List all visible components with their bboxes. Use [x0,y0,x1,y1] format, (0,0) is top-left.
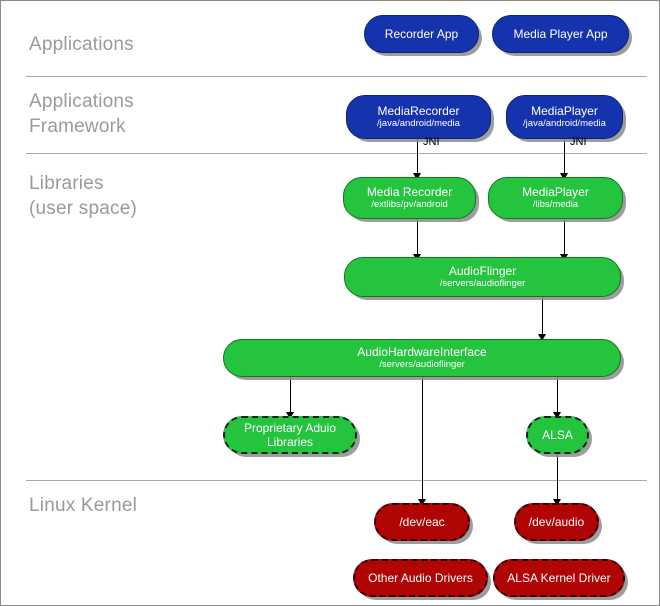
layer-label-libraries: Libraries (user space) [29,173,137,219]
node-media-player-library-path: /libs/media [532,199,579,210]
node-mediarecorder-framework-path: /java/android/media [377,118,460,129]
arrowhead-mediarecorder-jni [413,173,421,180]
separator-applications [26,76,647,77]
connector-ahi-to-dev-eac [422,377,423,504]
node-other-audio-drivers-title: Other Audio Drivers [368,571,473,585]
node-dev-audio[interactable]: /dev/audio [514,503,599,541]
node-media-player-app[interactable]: Media Player App [492,15,629,53]
separator-framework [26,153,647,154]
node-recorder-app-title: Recorder App [384,27,459,41]
node-alsa-title: ALSA [542,428,573,442]
connector-mediarecorder-to-audioflinger [417,219,418,259]
node-audioflinger-title: AudioFlinger [448,264,517,278]
node-dev-audio-title: /dev/audio [528,515,585,529]
connector-audioflinger-to-audiohardwareinterface [542,297,543,339]
arrowhead-ahi-to-alsa [553,412,561,419]
node-audioflinger[interactable]: AudioFlinger /servers/audioflinger [344,257,621,297]
node-mediaplayer-framework[interactable]: MediaPlayer /java/android/media [506,95,623,139]
connector-mediarecorder-jni [417,139,418,178]
node-mediarecorder-framework-title: MediaRecorder [377,104,460,118]
connector-alsa-to-dev-audio [557,454,558,504]
node-recorder-app[interactable]: Recorder App [364,15,479,53]
node-alsa-kernel-driver[interactable]: ALSA Kernel Driver [493,559,625,597]
node-audiohardwareinterface[interactable]: AudioHardwareInterface /servers/audiofli… [223,339,621,377]
node-media-recorder-library-path: /extlibs/pv/android [371,199,448,210]
node-audiohardwareinterface-path: /servers/audioflinger [379,359,465,370]
node-mediaplayer-framework-title: MediaPlayer [531,104,598,118]
arrowhead-audioflinger-to-audiohardwareinterface [538,334,546,341]
node-proprietary-audio-libraries-title: Proprietary Aduio Libraries [243,421,337,449]
node-alsa-kernel-driver-title: ALSA Kernel Driver [507,571,611,585]
node-dev-eac-title: /dev/eac [399,515,445,529]
node-other-audio-drivers[interactable]: Other Audio Drivers [353,559,488,597]
edge-label-jni-right: JNI [570,136,587,148]
layer-label-applications: Applications [29,34,134,55]
node-proprietary-audio-libraries[interactable]: Proprietary Aduio Libraries [223,416,357,454]
node-alsa[interactable]: ALSA [526,416,589,454]
arrowhead-mediaplayer-jni [560,173,568,180]
node-media-recorder-library[interactable]: Media Recorder /extlibs/pv/android [343,177,476,219]
node-mediaplayer-framework-path: /java/android/media [523,118,606,129]
connector-ahi-to-proprietary-audio [290,377,291,417]
arrowhead-ahi-to-proprietary-audio [286,412,294,419]
node-media-player-library-title: MediaPlayer [522,185,589,199]
separator-libraries [26,480,647,481]
connector-ahi-to-alsa [557,377,558,417]
node-mediarecorder-framework[interactable]: MediaRecorder /java/android/media [346,95,491,139]
layer-label-applications-framework: Applications Framework [29,91,134,137]
layer-label-linux-kernel: Linux Kernel [29,495,138,516]
arrowhead-alsa-to-dev-audio [553,499,561,506]
node-media-player-app-title: Media Player App [513,27,608,41]
connector-mediaplayer-jni [564,139,565,178]
node-media-player-library[interactable]: MediaPlayer /libs/media [488,177,623,219]
arrowhead-ahi-to-dev-eac [418,499,426,506]
node-audioflinger-path: /servers/audioflinger [439,278,526,289]
connector-mediaplayer-to-audioflinger [564,219,565,259]
node-dev-eac[interactable]: /dev/eac [374,503,470,541]
edge-label-jni-left: JNI [423,136,440,148]
node-audiohardwareinterface-title: AudioHardwareInterface [357,345,487,359]
node-media-recorder-library-title: Media Recorder [366,185,453,199]
